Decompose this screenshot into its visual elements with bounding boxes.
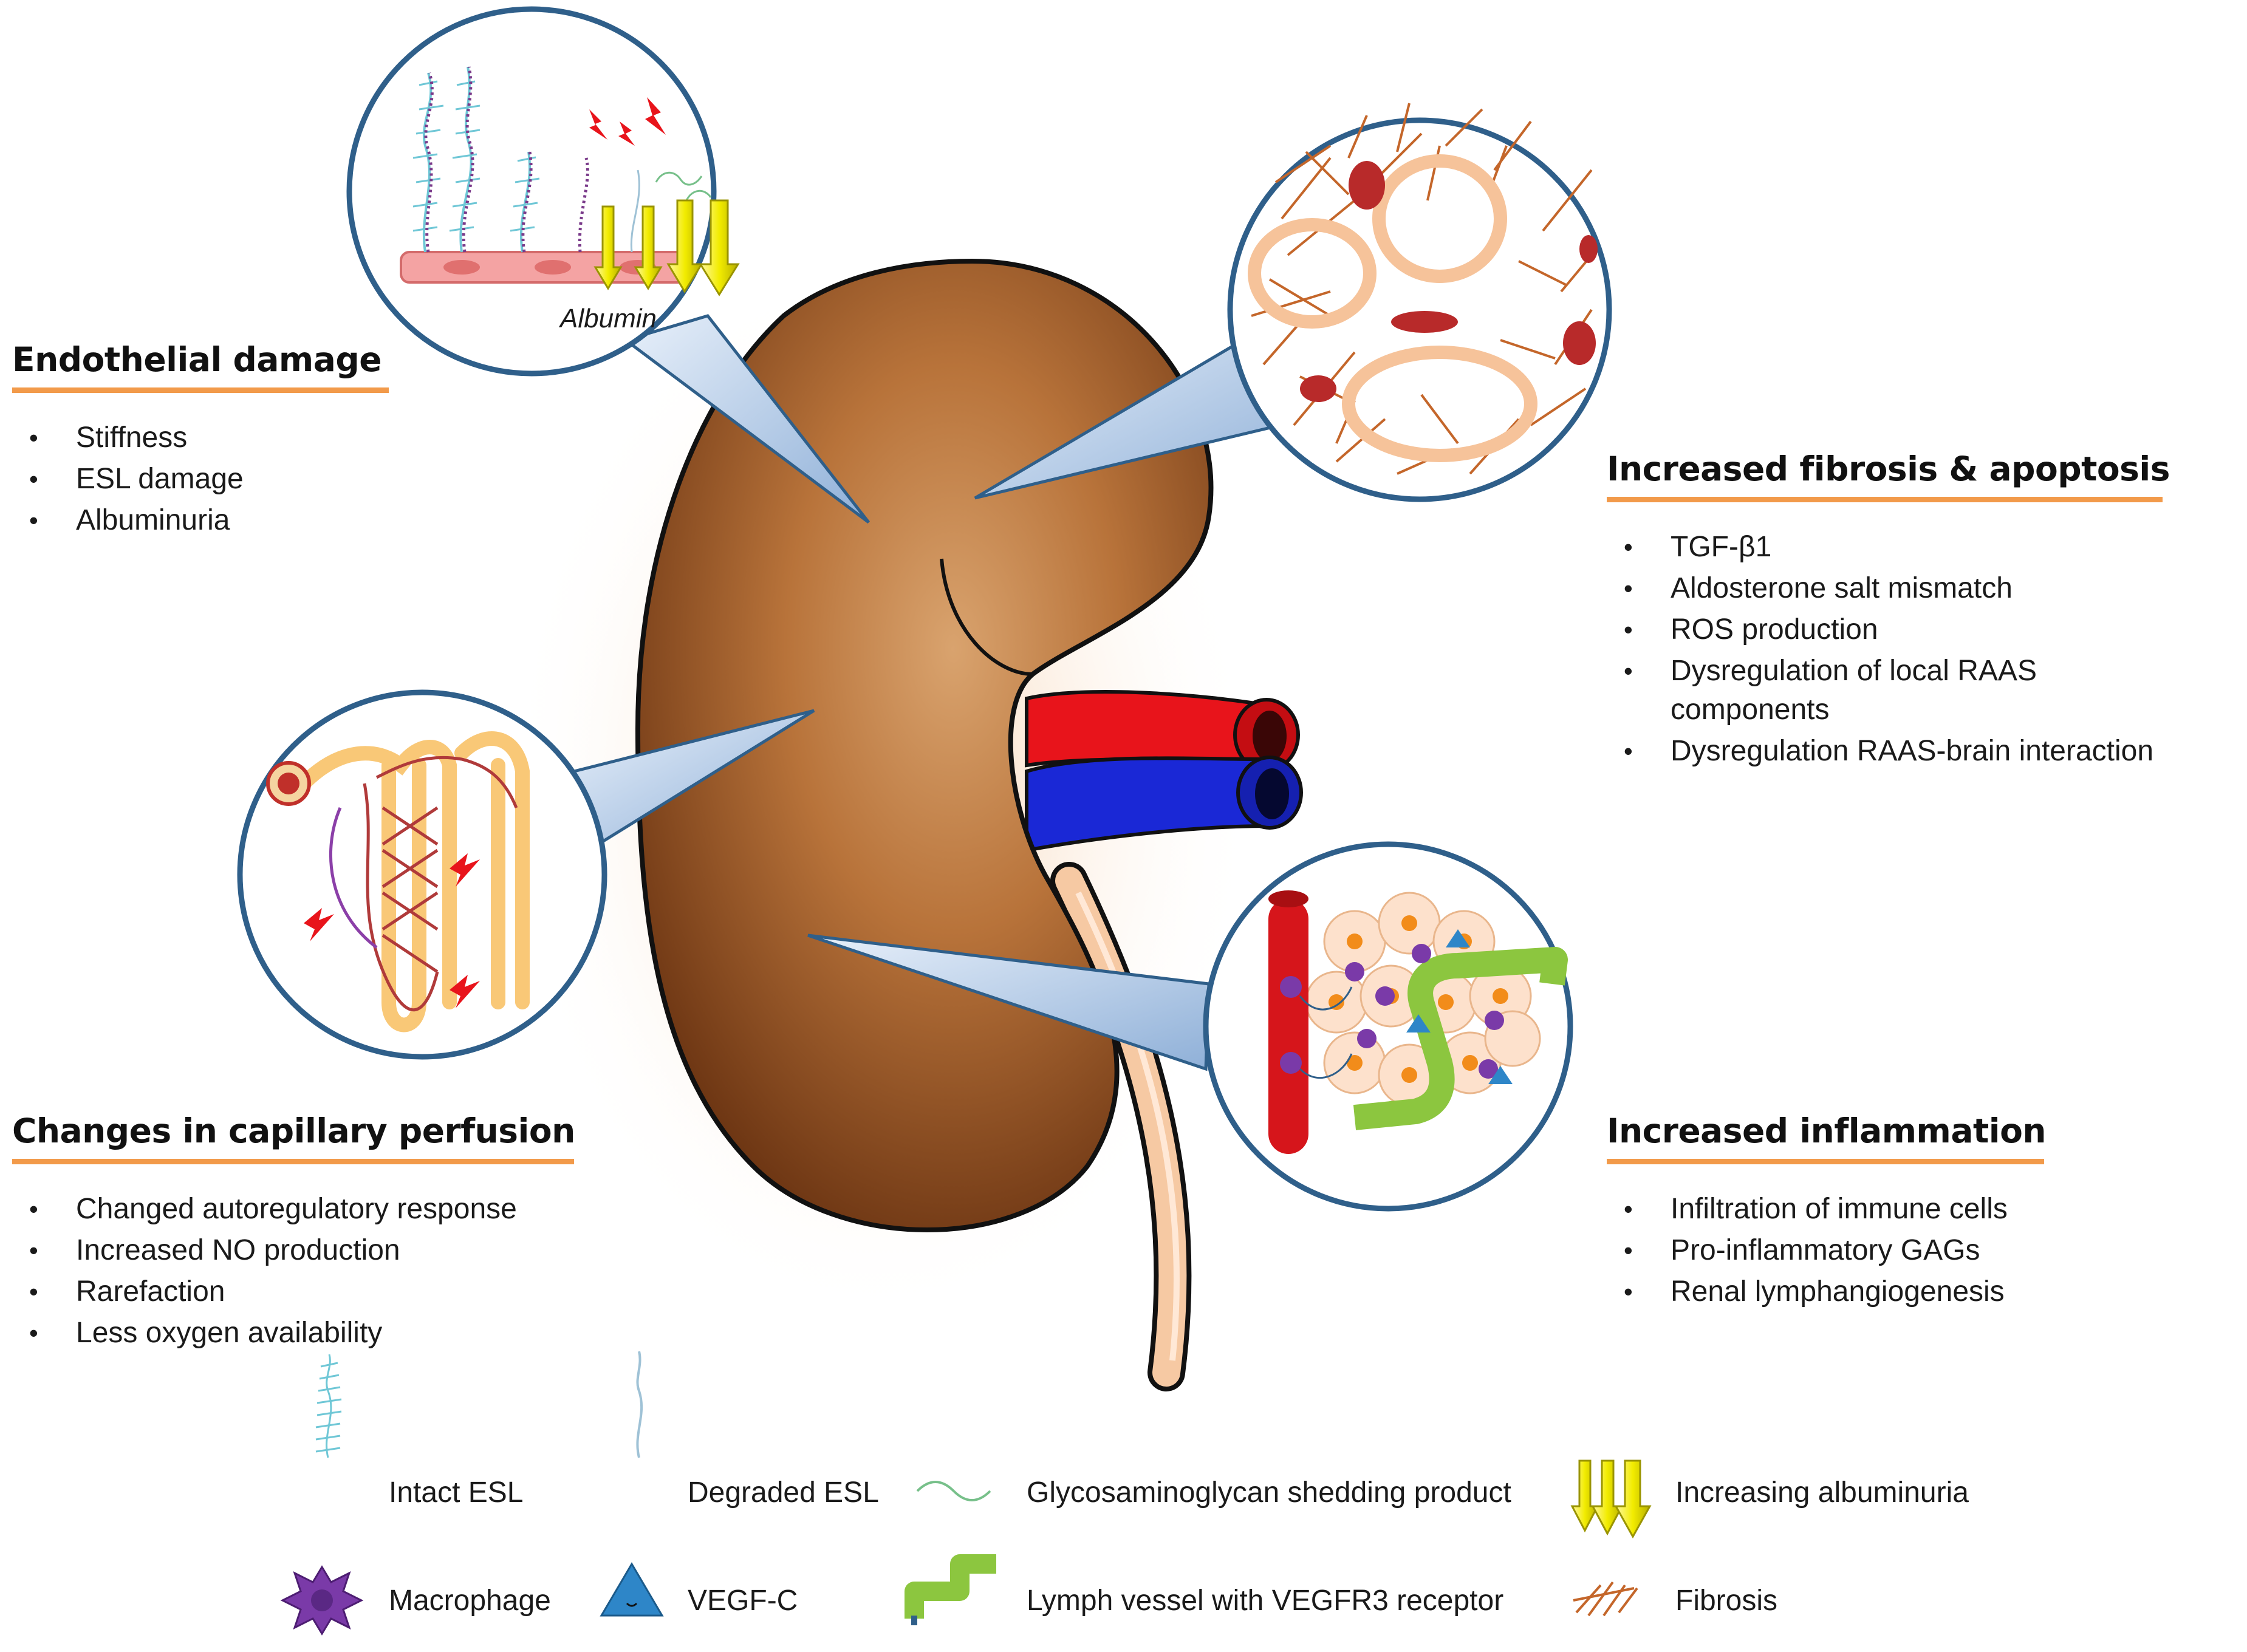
legend-label-intact-esl: Intact ESL <box>389 1476 524 1509</box>
renal-vein <box>1025 756 1303 853</box>
fibrosis-icon <box>1573 1581 1638 1617</box>
list-item: Stiffness <box>12 417 389 459</box>
perfusion-inset <box>237 689 607 1060</box>
panel-title: Changes in capillary perfusion <box>12 1111 575 1150</box>
bullet-list: Changed autoregulatory response Increase… <box>12 1189 574 1354</box>
legend-label-lymph-vessel: Lymph vessel with VEGFR3 receptor <box>1027 1585 1504 1617</box>
ureter <box>1050 862 1192 1391</box>
list-item: Pro-inflammatory GAGs <box>1607 1230 2044 1271</box>
list-item: Less oxygen availability <box>12 1312 574 1354</box>
legend <box>280 1351 1652 1636</box>
list-item: Infiltration of immune cells <box>1607 1189 2044 1230</box>
title-underline <box>1607 497 2163 502</box>
panel-increased-inflammation: Increased inflammation Infiltration of i… <box>1607 1111 2047 1312</box>
list-item: Albuminuria <box>12 500 389 541</box>
bullet-list: Infiltration of immune cells Pro-inflamm… <box>1607 1189 2044 1312</box>
lymph-vessel-icon <box>905 1554 996 1625</box>
pointer-wedge-endothelial <box>622 314 870 524</box>
list-item: ESL damage <box>12 459 389 500</box>
vegf-c-icon <box>600 1562 664 1617</box>
list-item: ROS production <box>1607 609 2163 650</box>
panel-capillary-perfusion: Changes in capillary perfusion Changed a… <box>12 1111 575 1354</box>
list-item: Dysregulation of local RAAS <box>1607 650 2163 692</box>
list-item: Changed autoregulatory response <box>12 1189 574 1230</box>
albumin-label: Albumin <box>560 304 657 333</box>
legend-label-fibrosis: Fibrosis <box>1675 1585 1778 1617</box>
legend-label-degraded-esl: Degraded ESL <box>688 1476 879 1509</box>
list-item: Increased NO production <box>12 1230 574 1271</box>
degraded-esl-icon <box>636 1351 643 1458</box>
legend-label-albuminuria: Increasing albuminuria <box>1675 1476 1969 1509</box>
albuminuria-arrows-icon <box>1570 1459 1652 1539</box>
intact-esl-icon <box>315 1354 342 1458</box>
panel-title: Increased fibrosis & apoptosis <box>1607 449 2170 488</box>
list-item-continuation: components <box>1671 694 1830 726</box>
legend-label-gag-shedding: Glycosaminoglycan shedding product <box>1027 1476 1511 1509</box>
panel-title: Increased inflammation <box>1607 1111 2047 1150</box>
list-item: Rarefaction <box>12 1271 574 1312</box>
inflammation-inset <box>1203 841 1573 1212</box>
panel-title: Endothelial damage <box>12 340 382 379</box>
list-item: Dysregulation RAAS-brain interaction <box>1607 731 2163 772</box>
endothelial-inset <box>346 6 740 377</box>
title-underline <box>12 1159 574 1164</box>
title-underline <box>1607 1159 2044 1164</box>
gag-shedding-icon <box>916 1481 991 1501</box>
list-item: Aldosterone salt mismatch <box>1607 568 2163 609</box>
macrophage-icon <box>280 1565 364 1636</box>
title-underline <box>12 387 389 393</box>
list-item: Renal lymphangiogenesis <box>1607 1271 2044 1312</box>
legend-label-macrophage: Macrophage <box>389 1585 551 1617</box>
panel-fibrosis-apoptosis: Increased fibrosis & apoptosis TGF-β1 Al… <box>1607 449 2170 772</box>
bullet-list: TGF-β1 Aldosterone salt mismatch ROS pro… <box>1607 527 2163 772</box>
list-item: TGF-β1 <box>1607 527 2163 568</box>
panel-endothelial-damage: Endothelial damage Stiffness ESL damage … <box>12 340 389 541</box>
fibrosis-inset <box>1227 103 1612 502</box>
legend-label-vegf-c: VEGF-C <box>688 1585 798 1617</box>
bullet-list: Stiffness ESL damage Albuminuria <box>12 417 389 541</box>
